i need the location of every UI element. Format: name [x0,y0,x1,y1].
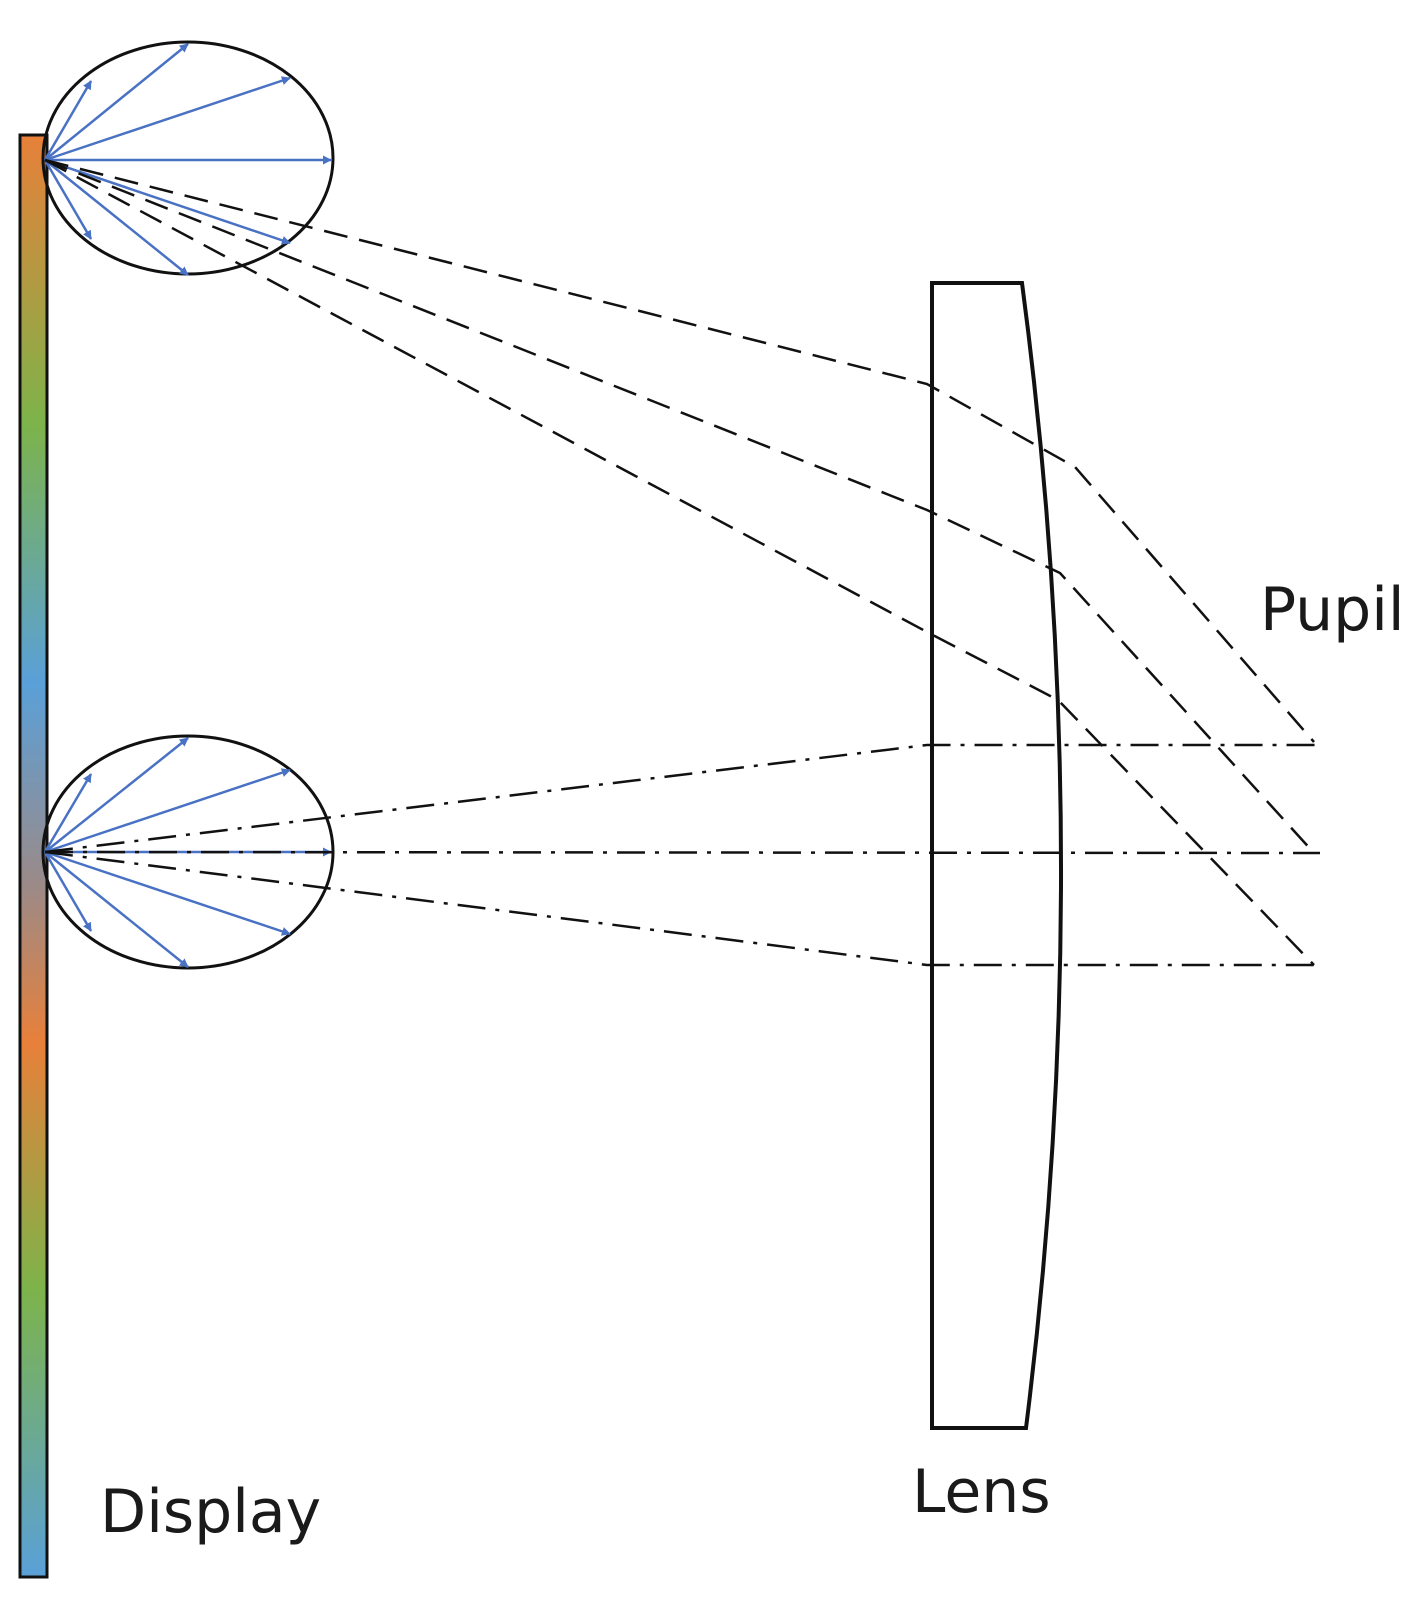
arrow [44,159,189,276]
off-axis-rays [44,158,1315,966]
ray [44,158,1315,743]
ray [44,743,1320,854]
arrow [44,768,291,854]
arrow [44,851,189,968]
ray [44,158,1315,854]
middle-emission-arrows [43,737,332,968]
arrow [43,773,93,853]
arrow [44,76,291,162]
arrow [44,737,189,853]
lens-label: Lens [912,1457,1051,1527]
arrow [44,850,291,936]
pupil-label: Pupil [1260,575,1405,645]
ray [44,158,1315,966]
ray [44,850,1321,855]
on-axis-rays [44,743,1321,967]
lens-shape [930,281,1063,1430]
arrow [43,80,93,161]
arrow [43,851,93,932]
top-emission-lobe [41,40,335,276]
arrow [43,159,93,240]
display-label: Display [100,1477,321,1547]
top-emission-arrows [43,43,332,276]
arrow [44,43,189,161]
arrow [44,158,291,245]
ray [44,850,1320,967]
